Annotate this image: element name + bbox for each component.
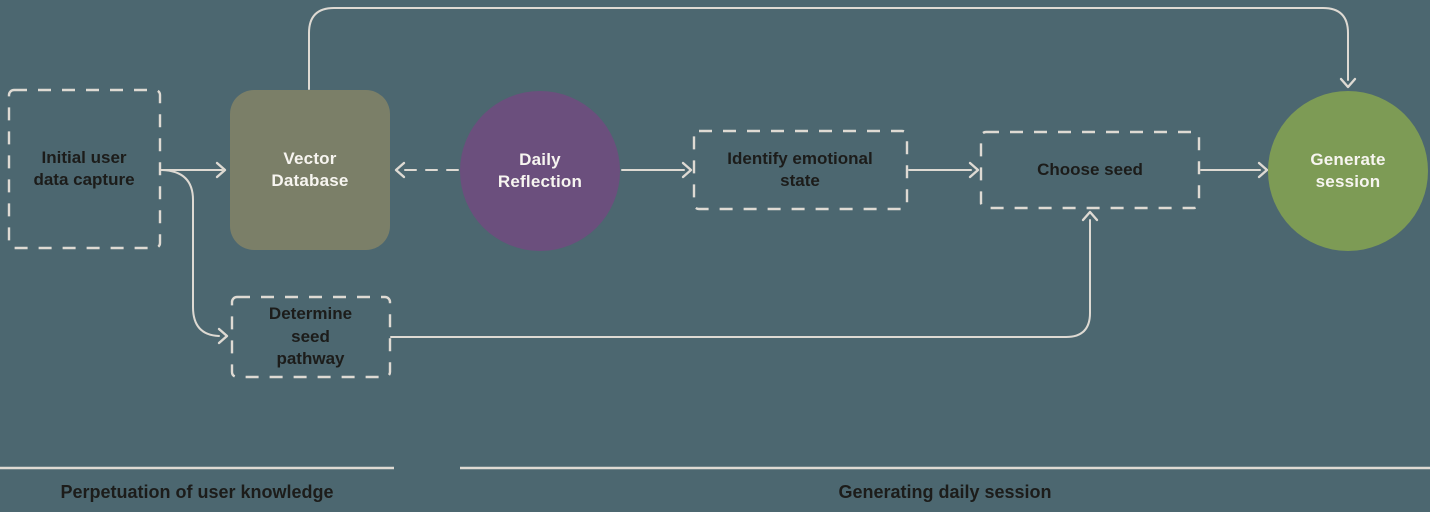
determine-pathway-label: Determine seed pathway [268,304,353,369]
node-daily-reflection: Daily Reflection [460,91,620,251]
node-determine-seed-pathway: Determine seed pathway [231,297,390,377]
arrow-determine-to-choose [390,210,1099,338]
node-initial-user-data-capture: Initial user data capture [8,90,160,248]
node-choose-seed: Choose seed [981,132,1199,208]
identify-state-label: Identify emotional state [727,148,873,190]
section-label-perpetuation: Perpetuation of user knowledge [60,482,334,502]
arrow-initial-to-determine-pathway [161,169,229,345]
section-label-generating: Generating daily session [838,482,1052,502]
daily-reflection-label: Daily Reflection [497,149,583,191]
initial-capture-label: Initial user data capture [33,147,135,189]
vector-database-label: Vector Database [271,148,349,190]
arrow-daily-to-vectordb-dashed [394,161,459,179]
node-vector-database: Vector Database [230,90,390,250]
arrow-identify-to-choose [908,161,980,179]
arrow-choose-to-generate [1200,161,1269,179]
choose-seed-box-outline [979,130,1201,210]
arrow-vectordb-to-generate-loop [308,7,1357,90]
node-generate-session: Generate session [1268,91,1428,251]
arrow-daily-to-identify [621,161,693,179]
node-identify-emotional-state: Identify emotional state [693,131,907,209]
identify-state-box-outline [692,129,909,211]
determine-pathway-box-outline [230,295,392,379]
generate-session-label: Generate session [1310,149,1386,191]
choose-seed-label: Choose seed [1037,159,1143,179]
